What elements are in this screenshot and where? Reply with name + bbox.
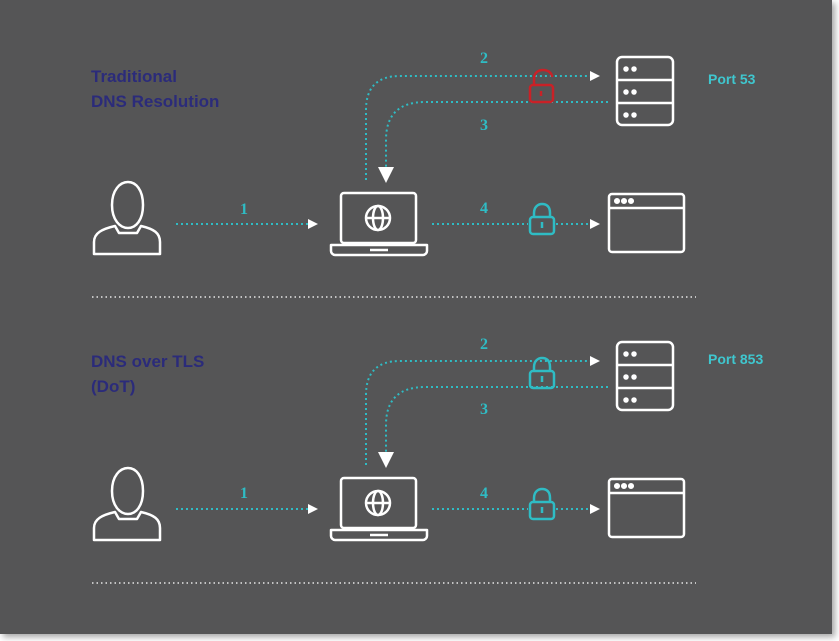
- section-dot: DNS over TLS (DoT) Port 853 1 2: [91, 336, 763, 584]
- step-3-arrowhead: [378, 452, 394, 468]
- step-label-1: 1: [240, 485, 248, 502]
- globe-icon: [364, 489, 392, 517]
- step-label-4: 4: [480, 485, 488, 502]
- step-label-1: 1: [240, 201, 248, 218]
- locked-lock-icon: [528, 356, 556, 390]
- step-label-2: 2: [480, 50, 488, 67]
- user-icon: [92, 466, 162, 542]
- step-label-2: 2: [480, 336, 488, 353]
- step-label-3: 3: [480, 401, 488, 418]
- section-title-line1: Traditional: [91, 67, 177, 86]
- padlock-icon: [528, 202, 556, 236]
- step-label-4: 4: [480, 200, 488, 217]
- step-3-connector: [385, 386, 608, 463]
- server-icon: [615, 340, 675, 412]
- laptop-icon: [329, 476, 429, 542]
- step-2-connector: [365, 356, 600, 465]
- step-3-arrowhead: [378, 167, 394, 183]
- section-title-line2: (DoT): [91, 377, 135, 396]
- step-label-3: 3: [480, 117, 488, 134]
- port-label: Port 853: [708, 351, 763, 367]
- step-3-connector: [385, 101, 608, 178]
- padlock-icon: [528, 487, 556, 521]
- unlocked-lock-icon: [528, 68, 555, 104]
- section-title-line2: DNS Resolution: [91, 92, 219, 111]
- section-traditional: Traditional DNS Resolution Port 53 1: [91, 50, 756, 298]
- user-icon: [92, 180, 162, 256]
- browser-window-icon: [607, 192, 686, 254]
- globe-icon: [364, 204, 392, 232]
- browser-window-icon: [607, 477, 686, 539]
- laptop-icon: [329, 191, 429, 257]
- port-label: Port 53: [708, 71, 756, 87]
- server-icon: [615, 55, 675, 127]
- step-2-connector: [365, 71, 600, 180]
- section-title-line1: DNS over TLS: [91, 352, 204, 371]
